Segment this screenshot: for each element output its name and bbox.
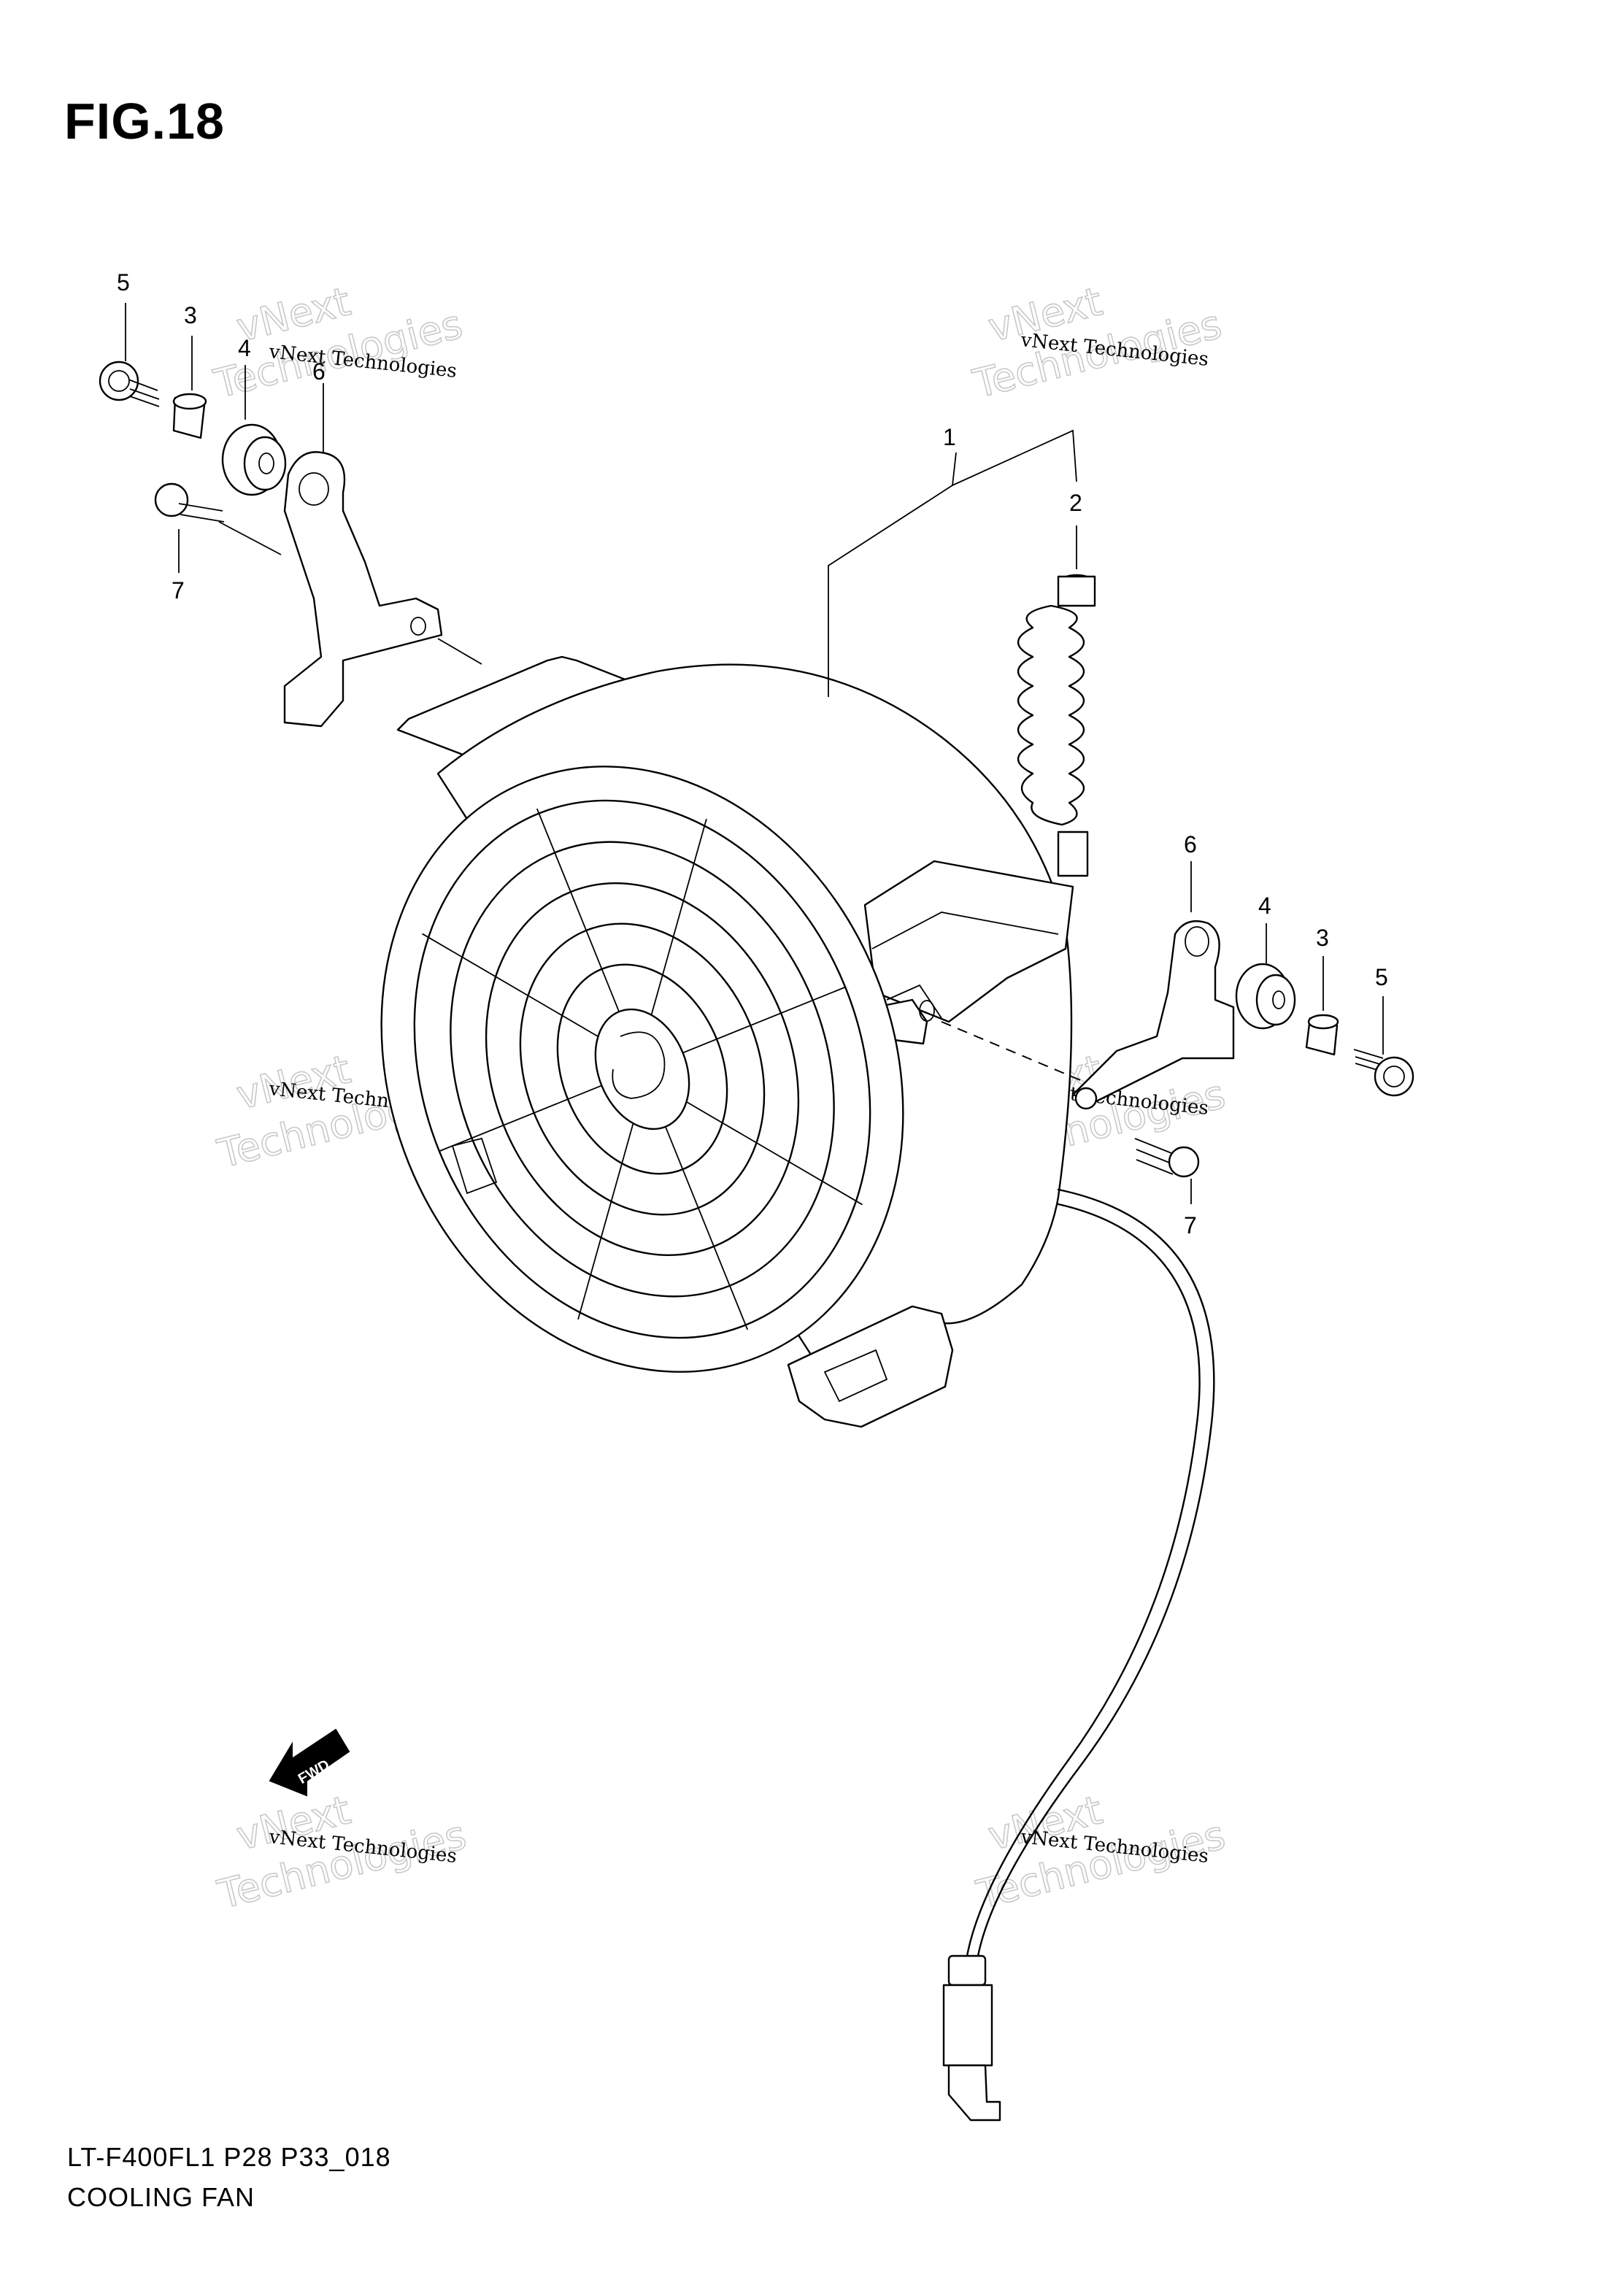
cooling-fan-assembly — [380, 655, 1074, 1428]
callout-right-6: 6 — [1184, 831, 1197, 858]
figure-caption: COOLING FAN — [67, 2182, 255, 2212]
right-hardware — [941, 861, 1414, 1204]
callout-right-5: 5 — [1375, 964, 1388, 990]
callout-left-6: 6 — [312, 358, 326, 385]
part-2-boot — [1017, 574, 1096, 877]
callout-left-3: 3 — [184, 302, 197, 328]
callout-right-4: 4 — [1258, 893, 1271, 919]
callout-left-4: 4 — [238, 335, 251, 361]
callout-left-7: 7 — [172, 577, 185, 604]
model-code: LT-F400FL1 P28 P33_018 — [67, 2142, 391, 2172]
fan-harness — [942, 1188, 1215, 2122]
fwd-direction-arrow: FWD — [269, 1728, 350, 1797]
callout-right-7: 7 — [1184, 1212, 1197, 1238]
callout-2: 2 — [1069, 490, 1082, 516]
callout-1: 1 — [943, 424, 956, 450]
leader-lines-1-2 — [828, 429, 1077, 697]
left-hardware — [99, 303, 482, 728]
watermark-top-right: vNext Technologies vNext Technologies — [968, 278, 1226, 408]
watermark-bottom-right: vNext Technologies vNext Technologies — [971, 1787, 1230, 1919]
watermark-bottom-left: vNext Technologies vNext Technologies — [212, 1787, 471, 1919]
callout-right-3: 3 — [1316, 925, 1329, 951]
callout-numbers: 5 3 4 6 7 1 2 6 4 3 5 7 — [117, 269, 1388, 1238]
callout-left-5: 5 — [117, 269, 130, 296]
figure-title: FIG.18 — [64, 93, 225, 150]
